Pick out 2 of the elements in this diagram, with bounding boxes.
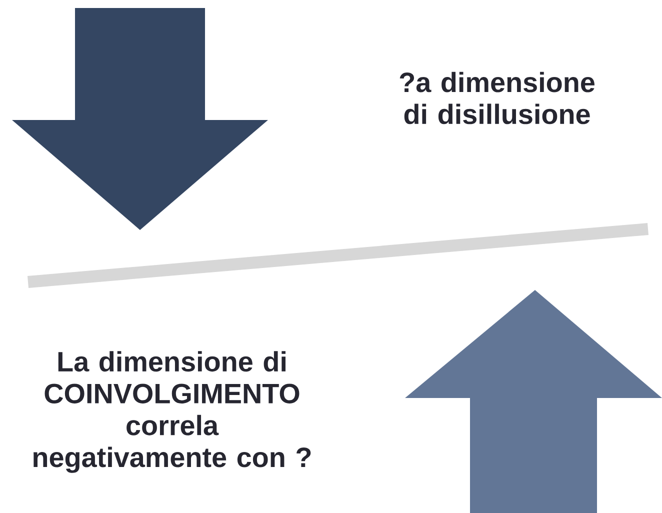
text-label: La dimensione di COINVOLGIMENTO correla negativamente con ? [34,351,311,473]
text-label: ?a dimensione di disillusione [400,72,594,124]
